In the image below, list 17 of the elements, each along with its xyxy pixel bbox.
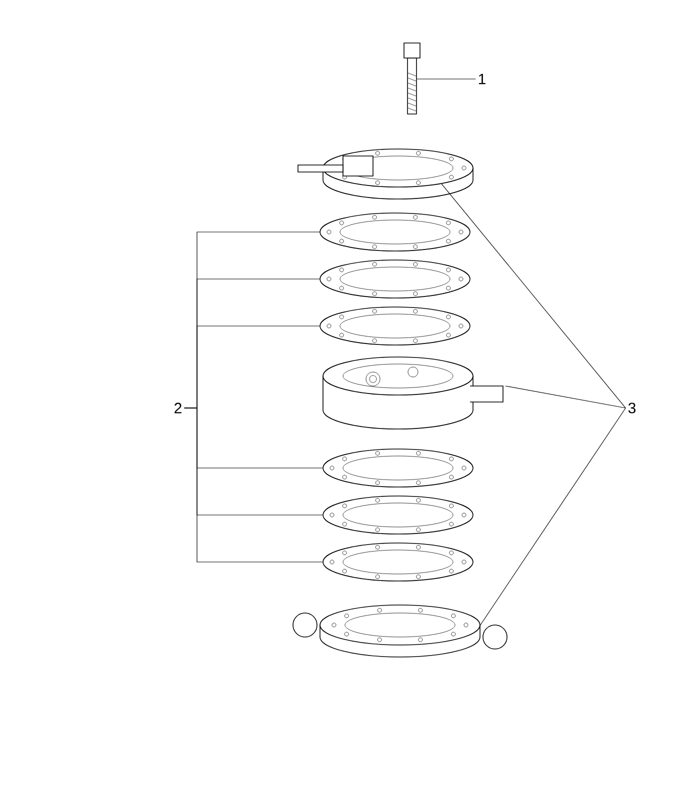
pump-base-drawing xyxy=(292,604,508,658)
callout-number: 3 xyxy=(628,402,636,414)
leader-line xyxy=(416,78,476,80)
bolt-drawing xyxy=(404,42,420,114)
callout-number: 2 xyxy=(174,402,182,414)
leader-line xyxy=(505,386,626,408)
gasket-drawing xyxy=(322,448,474,488)
pump-cover-drawing xyxy=(298,148,474,200)
gasket-drawing xyxy=(320,212,470,252)
gasket-drawing xyxy=(322,542,474,582)
leader-line xyxy=(184,408,323,562)
gasket-drawing xyxy=(320,306,470,346)
pump-body-drawing xyxy=(322,356,504,430)
callout-number: 1 xyxy=(478,74,486,84)
gasket-drawing xyxy=(320,260,470,298)
gasket-drawing xyxy=(322,496,474,534)
leader-line xyxy=(441,184,626,408)
